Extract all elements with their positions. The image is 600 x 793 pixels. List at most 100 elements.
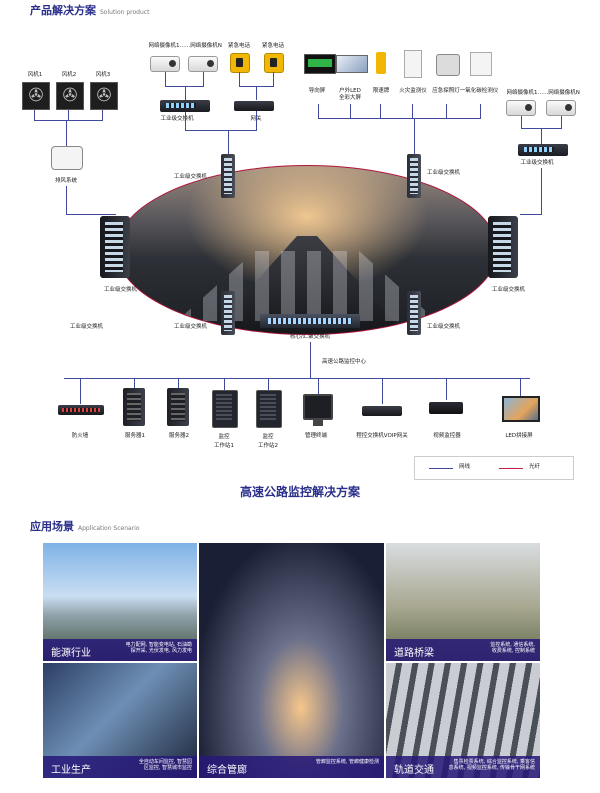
- phone-label-1: 紧急电话: [227, 43, 250, 49]
- legend-fiber-swatch: [499, 468, 523, 469]
- fan-label-3: 风机3: [95, 72, 111, 78]
- industrial-switch-icon: [518, 144, 568, 156]
- server-icon: [167, 388, 189, 426]
- camera-label-n: 网络摄像机N: [190, 43, 222, 49]
- center-device-label-3: 服务器2: [169, 433, 189, 439]
- switch-label-upper-right: 工业级交换机: [427, 170, 461, 176]
- monitoring-center-label: 高速公路监控中心: [322, 359, 367, 365]
- phone-label-2: 紧急电话: [261, 43, 284, 49]
- center-device-label-6: 管理终端: [304, 433, 327, 439]
- switch-label-left: 工业级交换机: [104, 287, 138, 293]
- core-switch-label: 核心/汇聚交换机: [289, 334, 331, 340]
- ellipsis: ……: [179, 43, 191, 49]
- center-device-label-9: LED拼接屏: [505, 433, 533, 439]
- field-device-label-2: 户外LED 全彩大屏: [338, 88, 361, 101]
- industrial-switch-icon: [160, 100, 210, 112]
- fan-icon: [90, 82, 118, 110]
- co-detector-icon: [470, 52, 492, 76]
- section-title-text: 产品解决方案: [30, 4, 96, 17]
- exhaust-fan-icon: [51, 146, 83, 170]
- industrial-switch-icon: [407, 154, 421, 198]
- workstation-rack-icon: [256, 390, 282, 428]
- field-device-label-1: 导向屏: [308, 88, 326, 94]
- scenario-desc: 全自动车间监控, 智慧园 区监控, 智慧城市监控: [138, 759, 192, 772]
- guide-screen-icon: [304, 54, 336, 74]
- right-top-switch-label: 工业级交换机: [520, 160, 554, 166]
- legend-network-swatch: [429, 468, 453, 469]
- camera-icon: [506, 100, 536, 116]
- industrial-switch-icon: [488, 216, 518, 278]
- fan-icon: [22, 82, 50, 110]
- center-device-label-5: 监控 工作站2: [258, 434, 278, 449]
- legend-network-label: 网线: [459, 464, 471, 470]
- video-monitor-icon: [429, 402, 463, 414]
- fan-icon: [56, 82, 84, 110]
- scenario-name: 轨道交通: [394, 765, 434, 776]
- fan-label-2: 风机2: [61, 72, 77, 78]
- workstation-rack-icon: [212, 390, 238, 428]
- switch-label-upper-left: 工业级交换机: [174, 174, 208, 180]
- fire-monitor-icon: [404, 50, 422, 78]
- outdoor-led-icon: [336, 55, 368, 73]
- camera-label-1: 网络摄像机1: [148, 43, 180, 49]
- core-switch-icon: [260, 314, 360, 328]
- field-device-label-4: 火灾监测仪: [399, 88, 427, 94]
- center-device-label-8: 视频监控器: [433, 433, 461, 439]
- industrial-switch-icon: [221, 291, 235, 335]
- scenario-name: 道路桥梁: [394, 648, 434, 659]
- industrial-switch-icon: [221, 154, 235, 198]
- industrial-switch-icon: [407, 291, 421, 335]
- section-subtitle: Solution product: [100, 9, 150, 16]
- speed-limit-sign-icon: [376, 52, 386, 74]
- led-video-wall-icon: [502, 396, 540, 422]
- top-switch-label: 工业级交换机: [160, 116, 194, 122]
- field-device-label-3: 限速牌: [372, 88, 390, 94]
- center-device-label-7: 程控交换机VOIP网关: [356, 433, 408, 439]
- gateway-label: 网关: [246, 116, 266, 123]
- section-title-product: 产品解决方案 Solution product: [30, 2, 149, 18]
- emergency-phone-icon: [230, 53, 250, 73]
- server-icon: [123, 388, 145, 426]
- scenario-desc: 电力配网, 智能变电站, 石油勘 探开采, 光伏发电, 风力发电: [125, 642, 192, 655]
- legend-fiber-label: 光纤: [529, 464, 541, 470]
- switch-label-right: 工业级交换机: [492, 287, 526, 293]
- voip-gateway-icon: [362, 406, 402, 416]
- legend: 网线 光纤: [414, 456, 574, 480]
- scenario-name: 工业生产: [51, 765, 91, 776]
- camera-icon: [188, 56, 218, 72]
- center-device-label-4: 监控 工作站1: [214, 434, 234, 449]
- center-device-label-2: 服务器1: [125, 433, 145, 439]
- switch-label-far-left: 工业级交换机: [70, 324, 104, 330]
- camera-label-right-1: 网络摄像机1: [506, 90, 538, 96]
- fan-label-1: 风机1: [27, 72, 43, 78]
- switch-label-lower-left: 工业级交换机: [174, 324, 208, 330]
- scenario-tile-industrial[interactable]: 工业生产 全自动车间监控, 智慧园 区监控, 智慧城市监控: [43, 663, 197, 778]
- exhaust-system-label: 排风系统: [54, 178, 77, 184]
- scenario-name: 能源行业: [51, 648, 91, 659]
- ellipsis-right: ……: [537, 90, 549, 96]
- scenario-tile-road-bridge[interactable]: 道路桥梁 监控系统, 通信系统, 收费系统, 控制系统: [386, 543, 540, 661]
- camera-icon: [546, 100, 576, 116]
- section-title-text: 应用场景: [30, 520, 74, 533]
- scenario-tile-utility-tunnel[interactable]: 综合管廊 管廊监控系统, 管廊健康检测: [199, 543, 384, 778]
- gateway-icon: [234, 101, 274, 111]
- highway-tunnel-image: [116, 165, 498, 335]
- industrial-switch-icon: [100, 216, 130, 278]
- diagram-title: 高速公路监控解决方案: [239, 485, 360, 499]
- searchlight-icon: [436, 54, 460, 76]
- scenario-tile-energy[interactable]: 能源行业 电力配网, 智能变电站, 石油勘 探开采, 光伏发电, 风力发电: [43, 543, 197, 661]
- scenario-desc: 售票检票系统, 综合监控系统, 乘客信 息系统, 视频监控系统, 传输骨干网系统: [448, 759, 535, 772]
- field-device-label-6: 一氧化碳检测仪: [459, 88, 499, 94]
- scenario-desc: 监控系统, 通信系统, 收费系统, 控制系统: [490, 642, 535, 655]
- switch-label-lower-right: 工业级交换机: [427, 324, 461, 330]
- emergency-phone-icon: [264, 53, 284, 73]
- field-device-label-5: 应急探照灯: [432, 88, 460, 94]
- firewall-icon: [58, 405, 104, 415]
- center-device-label-1: 防火墙: [71, 433, 89, 439]
- camera-label-right-n: 网络摄像机N: [548, 90, 580, 96]
- scenario-desc: 管廊监控系统, 管廊健康检测: [315, 759, 379, 765]
- management-terminal-icon: [303, 394, 333, 426]
- scenario-tile-rail-transit[interactable]: 轨道交通 售票检票系统, 综合监控系统, 乘客信 息系统, 视频监控系统, 传输…: [386, 663, 540, 778]
- scenario-name: 综合管廊: [207, 765, 247, 776]
